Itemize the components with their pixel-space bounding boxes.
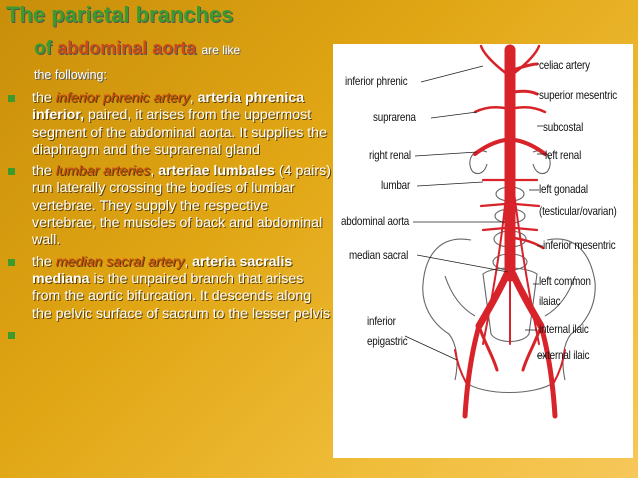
left-renal-branch [513,138,547,156]
inferior-epigastric-left [454,349,468,385]
aorta-diagram: inferior phrenic suprarena right renal l… [333,44,633,458]
bullet-comma: , [150,163,155,180]
label-right-renal: right renal [369,148,411,162]
internal-iliac-left [477,324,499,372]
leader-right-renal [414,151,478,157]
bullet-text: (4 pairs) run laterally crossing the bod… [32,163,331,249]
label-external-ilaic: external ilaic [537,348,590,362]
lumbar-branches-left [479,178,507,232]
label-testicular-ovarian: (testicular/ovarian) [539,204,617,218]
bullet-text: is the unpaired branch that arises from … [32,270,331,322]
label-inferior: inferior [367,314,396,328]
bullet-the: the [32,90,52,106]
gonadal-branches [482,183,540,345]
label-subcostal: subcostal [543,120,584,134]
label-left-common: left common [539,274,591,288]
label-internal-ilaic: internal ilaic [539,322,589,336]
external-iliac-left [462,323,482,419]
bullet-comma: , [184,253,189,270]
label-inferior-mesentric: inferior mesentric [543,238,616,252]
leader-inferior-phrenic [420,65,484,83]
superior-mesenteric-branch [511,89,539,96]
bullet-marker-icon [8,95,15,102]
bullet-term: inferior phrenic artery [55,90,190,106]
external-iliac-right [538,323,558,419]
suprarenal-branches [473,105,547,114]
title-following: the following: [34,68,107,82]
title-of: of [34,38,52,59]
bullet-the: the [32,253,52,270]
sacrum [482,267,538,343]
bullet-latin: arteriae lumbales [158,163,275,180]
label-left-gonadal: left gonadal [539,182,588,196]
bullet-comma: , [189,90,194,106]
label-lumbar: lumbar [381,178,411,192]
label-suprarena: suprarena [373,110,416,124]
internal-iliac-right [521,324,543,372]
pelvis-left-inner [444,275,476,317]
inferior-phrenic-branches [479,44,541,76]
title-are-like: are like [201,43,241,57]
bullet-empty [6,327,332,341]
bullet-term: median sacral artery [55,253,185,270]
leader-lumbar [416,181,484,187]
label-median-sacral: median sacral [349,248,409,262]
label-ilaiac: ilaiac [539,294,561,308]
inferior-epigastric-right [552,349,566,385]
slide-title: The parietal branches [6,2,234,27]
label-superior-mesentric: superior mesentric [539,88,617,102]
inferior-mesenteric-branch [512,236,545,250]
leader-median-sacral [416,254,509,273]
bullet-term: lumbar arteries [55,163,151,180]
label-epigastric: epigastric [367,334,408,348]
bullet-the: the [32,163,52,180]
bullet-list: the inferior phrenic artery, arteria phr… [6,90,332,345]
bullet-lumbar: the lumbar arteries, arteriae lumbales (… [6,163,332,249]
pelvis-right-inner [544,275,576,317]
common-iliac-right [509,270,545,330]
celiac-branch [511,62,539,72]
kidney-right-outline [469,150,488,175]
common-iliac-left [475,270,511,330]
bullet-marker-icon [8,258,15,266]
title-aorta: abdominal aorta [57,38,197,58]
pubis [464,381,556,394]
leader-suprarena [430,111,478,119]
bullet-median-sacral: the median sacral artery, arteria sacral… [6,254,332,323]
label-left-renal: left renal [545,148,582,162]
label-celiac-artery: celiac artery [539,58,590,72]
leader-inferior-epigastric [404,335,458,361]
label-abdominal-aorta: abdominal aorta [341,214,410,228]
bullet-latin: arteria sacralis mediana [32,253,293,287]
aorta-illustration [404,44,596,419]
bullet-inferior-phrenic: the inferior phrenic artery, arteria phr… [6,90,332,159]
bullet-text: paired, it arises from the uppermost seg… [32,107,327,158]
bullet-marker-icon [8,331,15,339]
bullet-marker-icon [8,168,15,176]
label-inferior-phrenic: inferior phrenic [345,74,408,88]
slide-title-line2: of abdominal aorta are like [34,38,240,60]
bullet-latin: arteria phrenica inferior, [32,90,305,124]
right-renal-branch [473,138,507,156]
